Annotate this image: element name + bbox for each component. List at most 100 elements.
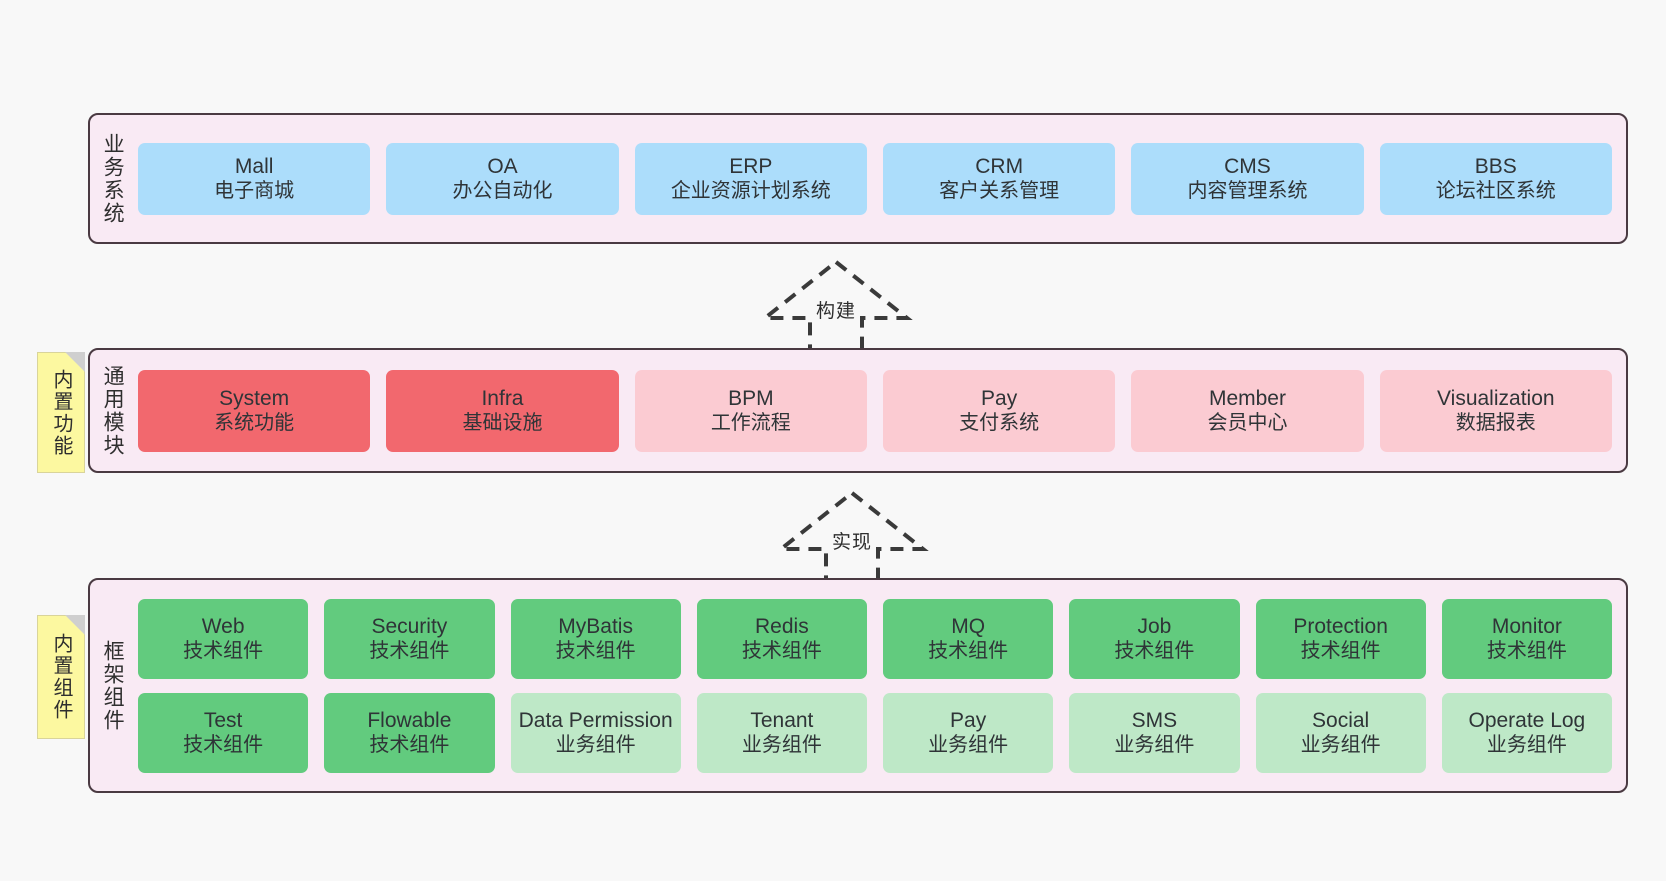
node-title: BPM bbox=[728, 386, 774, 410]
node-subtitle: 技术组件 bbox=[369, 734, 450, 757]
node-subtitle: 会员中心 bbox=[1207, 412, 1288, 435]
node-title: MQ bbox=[951, 614, 986, 638]
node-title: SMS bbox=[1131, 708, 1178, 732]
node-redis[interactable]: Redis 技术组件 bbox=[696, 598, 867, 679]
generalization-arrow-build: 构建 bbox=[759, 258, 913, 356]
node-security[interactable]: Security 技术组件 bbox=[324, 598, 495, 679]
layer-row: Test 技术组件 Flowable 技术组件 Data Permission … bbox=[138, 692, 1612, 773]
layer-business-systems: 业务系统 Mall 电子商城 OA 办公自动化 ERP 企业资源计划系统 CRM… bbox=[88, 113, 1628, 244]
node-test[interactable]: Test 技术组件 bbox=[138, 692, 309, 773]
node-bpm[interactable]: BPM 工作流程 bbox=[634, 369, 867, 452]
node-title: System bbox=[219, 386, 290, 410]
node-subtitle: 业务组件 bbox=[1300, 734, 1381, 757]
layer-label-business-systems: 业务系统 bbox=[101, 132, 125, 225]
node-erp[interactable]: ERP 企业资源计划系统 bbox=[634, 142, 867, 215]
node-title: BBS bbox=[1474, 154, 1517, 178]
node-title: Test bbox=[203, 708, 243, 732]
node-crm[interactable]: CRM 客户关系管理 bbox=[882, 142, 1116, 215]
node-subtitle: 技术组件 bbox=[183, 734, 264, 757]
node-title: MyBatis bbox=[558, 614, 633, 638]
node-subtitle: 技术组件 bbox=[741, 640, 822, 663]
node-subtitle: 数据报表 bbox=[1455, 412, 1536, 435]
node-job[interactable]: Job 技术组件 bbox=[1069, 598, 1240, 679]
node-oa[interactable]: OA 办公自动化 bbox=[386, 142, 619, 215]
node-title: Social bbox=[1312, 708, 1370, 732]
sticky-note-text: 内置组件 bbox=[50, 633, 72, 721]
sticky-note-builtin-components: 内置组件 bbox=[37, 615, 85, 739]
node-sms[interactable]: SMS 业务组件 bbox=[1069, 692, 1240, 773]
node-subtitle: 电子商城 bbox=[214, 180, 295, 203]
node-subtitle: 工作流程 bbox=[710, 412, 791, 435]
node-subtitle: 业务组件 bbox=[741, 734, 822, 757]
node-subtitle: 论坛社区系统 bbox=[1435, 180, 1556, 203]
node-cms[interactable]: CMS 内容管理系统 bbox=[1131, 142, 1364, 215]
node-title: OA bbox=[487, 154, 518, 178]
node-title: Pay bbox=[950, 708, 987, 732]
node-title: Mall bbox=[234, 154, 274, 178]
node-pay-module[interactable]: Pay 支付系统 bbox=[882, 369, 1116, 452]
node-title: Member bbox=[1208, 386, 1286, 410]
node-mall[interactable]: Mall 电子商城 bbox=[138, 142, 371, 215]
node-title: Data Permission bbox=[518, 708, 673, 732]
node-subtitle: 技术组件 bbox=[1300, 640, 1381, 663]
node-tenant[interactable]: Tenant 业务组件 bbox=[696, 692, 867, 773]
dashed-up-arrow-icon bbox=[759, 259, 913, 356]
node-pay-component[interactable]: Pay 业务组件 bbox=[883, 692, 1054, 773]
layer-row: Web 技术组件 Security 技术组件 MyBatis 技术组件 Redi… bbox=[138, 598, 1612, 679]
node-title: Operate Log bbox=[1468, 708, 1586, 732]
node-title: Visualization bbox=[1437, 386, 1555, 410]
node-visualization[interactable]: Visualization 数据报表 bbox=[1379, 369, 1612, 452]
layer-body-common-modules: System 系统功能 Infra 基础设施 BPM 工作流程 Pay 支付系统… bbox=[134, 350, 1626, 471]
node-subtitle: 业务组件 bbox=[928, 734, 1009, 757]
layer-common-modules: 通用模块 System 系统功能 Infra 基础设施 BPM 工作流程 Pay… bbox=[88, 348, 1628, 473]
node-title: Pay bbox=[981, 386, 1018, 410]
node-mybatis[interactable]: MyBatis 技术组件 bbox=[510, 598, 681, 679]
node-operate-log[interactable]: Operate Log 业务组件 bbox=[1441, 692, 1612, 773]
node-title: Web bbox=[201, 614, 245, 638]
node-monitor[interactable]: Monitor 技术组件 bbox=[1441, 598, 1612, 679]
node-title: CRM bbox=[975, 154, 1024, 178]
node-subtitle: 基础设施 bbox=[462, 412, 543, 435]
node-subtitle: 技术组件 bbox=[1486, 640, 1567, 663]
node-protection[interactable]: Protection 技术组件 bbox=[1255, 598, 1426, 679]
node-subtitle: 技术组件 bbox=[183, 640, 264, 663]
node-mq[interactable]: MQ 技术组件 bbox=[883, 598, 1054, 679]
node-title: Flowable bbox=[367, 708, 452, 732]
node-subtitle: 企业资源计划系统 bbox=[670, 180, 831, 203]
node-subtitle: 业务组件 bbox=[555, 734, 636, 757]
layer-body-business-systems: Mall 电子商城 OA 办公自动化 ERP 企业资源计划系统 CRM 客户关系… bbox=[134, 115, 1626, 242]
node-member[interactable]: Member 会员中心 bbox=[1131, 369, 1364, 452]
layer-row: System 系统功能 Infra 基础设施 BPM 工作流程 Pay 支付系统… bbox=[138, 369, 1612, 452]
node-subtitle: 技术组件 bbox=[1114, 640, 1195, 663]
node-subtitle: 技术组件 bbox=[555, 640, 636, 663]
layer-row: Mall 电子商城 OA 办公自动化 ERP 企业资源计划系统 CRM 客户关系… bbox=[138, 142, 1612, 215]
node-subtitle: 支付系统 bbox=[959, 412, 1040, 435]
node-subtitle: 业务组件 bbox=[1486, 734, 1567, 757]
sticky-note-text: 内置功能 bbox=[50, 368, 72, 457]
node-subtitle: 客户关系管理 bbox=[939, 180, 1060, 203]
node-subtitle: 技术组件 bbox=[928, 640, 1009, 663]
node-title: Security bbox=[371, 614, 448, 638]
node-subtitle: 办公自动化 bbox=[452, 180, 553, 203]
node-flowable[interactable]: Flowable 技术组件 bbox=[324, 692, 495, 773]
node-infra[interactable]: Infra 基础设施 bbox=[386, 369, 619, 452]
node-data-permission[interactable]: Data Permission 业务组件 bbox=[510, 692, 681, 773]
layer-label-framework-components: 框架组件 bbox=[101, 639, 125, 732]
node-title: Job bbox=[1137, 614, 1172, 638]
node-title: CMS bbox=[1224, 154, 1271, 178]
node-title: Infra bbox=[481, 386, 524, 410]
generalization-arrow-implement: 实现 bbox=[775, 489, 929, 587]
node-web[interactable]: Web 技术组件 bbox=[138, 598, 309, 679]
node-title: Redis bbox=[755, 614, 809, 638]
node-subtitle: 技术组件 bbox=[369, 640, 450, 663]
layer-framework-components: 框架组件 Web 技术组件 Security 技术组件 MyBatis 技术组件… bbox=[88, 578, 1628, 793]
node-system[interactable]: System 系统功能 bbox=[138, 369, 371, 452]
node-social[interactable]: Social 业务组件 bbox=[1255, 692, 1426, 773]
node-title: Monitor bbox=[1491, 614, 1562, 638]
node-title: Tenant bbox=[750, 708, 814, 732]
dashed-up-arrow-icon bbox=[775, 490, 929, 587]
node-title: Protection bbox=[1293, 614, 1388, 638]
node-bbs[interactable]: BBS 论坛社区系统 bbox=[1379, 142, 1612, 215]
node-subtitle: 业务组件 bbox=[1114, 734, 1195, 757]
